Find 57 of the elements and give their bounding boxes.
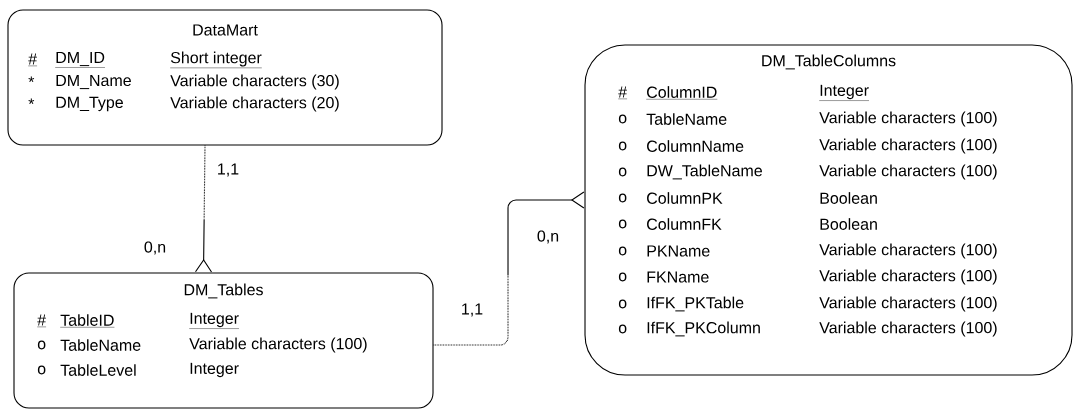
attribute-type: Variable characters (100) [819,296,997,312]
attribute-name: IfFK_PKColumn [647,321,760,337]
attribute-type: Variable characters (100) [819,243,997,259]
entity-box [13,272,434,409]
relationship-line [433,191,585,346]
entity-title: DM_Tables [184,283,263,299]
attribute-type: Integer [189,312,240,329]
entity-title: DataMart [193,24,258,36]
attribute-type: Boolean [820,192,877,204]
cardinality-label: 1,1 [218,163,239,177]
key-marker: o [618,246,627,256]
attribute-name: ColumnFK [647,218,722,230]
key-marker: o [618,167,627,177]
attribute-type: Integer [190,362,239,378]
attribute-name: TableLevel [60,364,136,376]
cardinality-label: 0,n [537,230,559,244]
attribute-type: Variable characters (100) [819,321,997,337]
attribute-type: Variable characters (100) [819,111,997,127]
key-marker: o [618,141,627,151]
attribute-type: Variable characters (100) [819,138,997,154]
attribute-type: Variable characters (100) [819,269,997,285]
attribute-name: DW_TableName [647,164,762,180]
key-marker: o [618,219,627,229]
attribute-name: FKName [647,271,709,283]
entity-box [584,44,1073,376]
attribute-type: Variable characters (30) [170,74,339,90]
attribute-name: DM_Type [56,96,123,112]
attribute-type: Boolean [820,218,877,230]
attribute-name: TableName [646,113,727,125]
attribute-name: DM_ID [55,51,106,68]
attribute-name: PKName [647,245,710,257]
attribute-name: ColumnPK [647,192,723,204]
attribute-type: Integer [819,84,870,101]
attribute-type: Short integer [170,51,262,69]
cardinality-label: 0,n [144,241,166,255]
entity-box [7,9,443,146]
key-marker: o [618,193,627,203]
attribute-name: ColumnName [647,140,744,152]
key-marker: * [28,76,35,83]
attribute-type: Variable characters (100) [189,337,367,353]
relationship-line [194,145,213,273]
cardinality-label: 1,1 [462,303,483,317]
attribute-name: TableID [60,314,115,328]
attribute-name: DM_Name [56,74,131,90]
attribute-name: IfFK_PKTable [647,296,744,312]
key-marker: o [37,365,46,375]
key-marker: o [618,272,627,282]
attribute-name: ColumnID [646,86,718,100]
attribute-type: Variable characters (20) [170,96,339,112]
attribute-type: Variable characters (100) [819,164,997,180]
key-marker: o [618,299,627,309]
key-marker: o [618,114,627,124]
key-marker: o [618,324,627,334]
entity-title: DM_TableColumns [762,54,896,70]
key-marker: o [37,340,46,350]
attribute-name: TableName [60,339,141,351]
key-marker: * [28,98,35,105]
